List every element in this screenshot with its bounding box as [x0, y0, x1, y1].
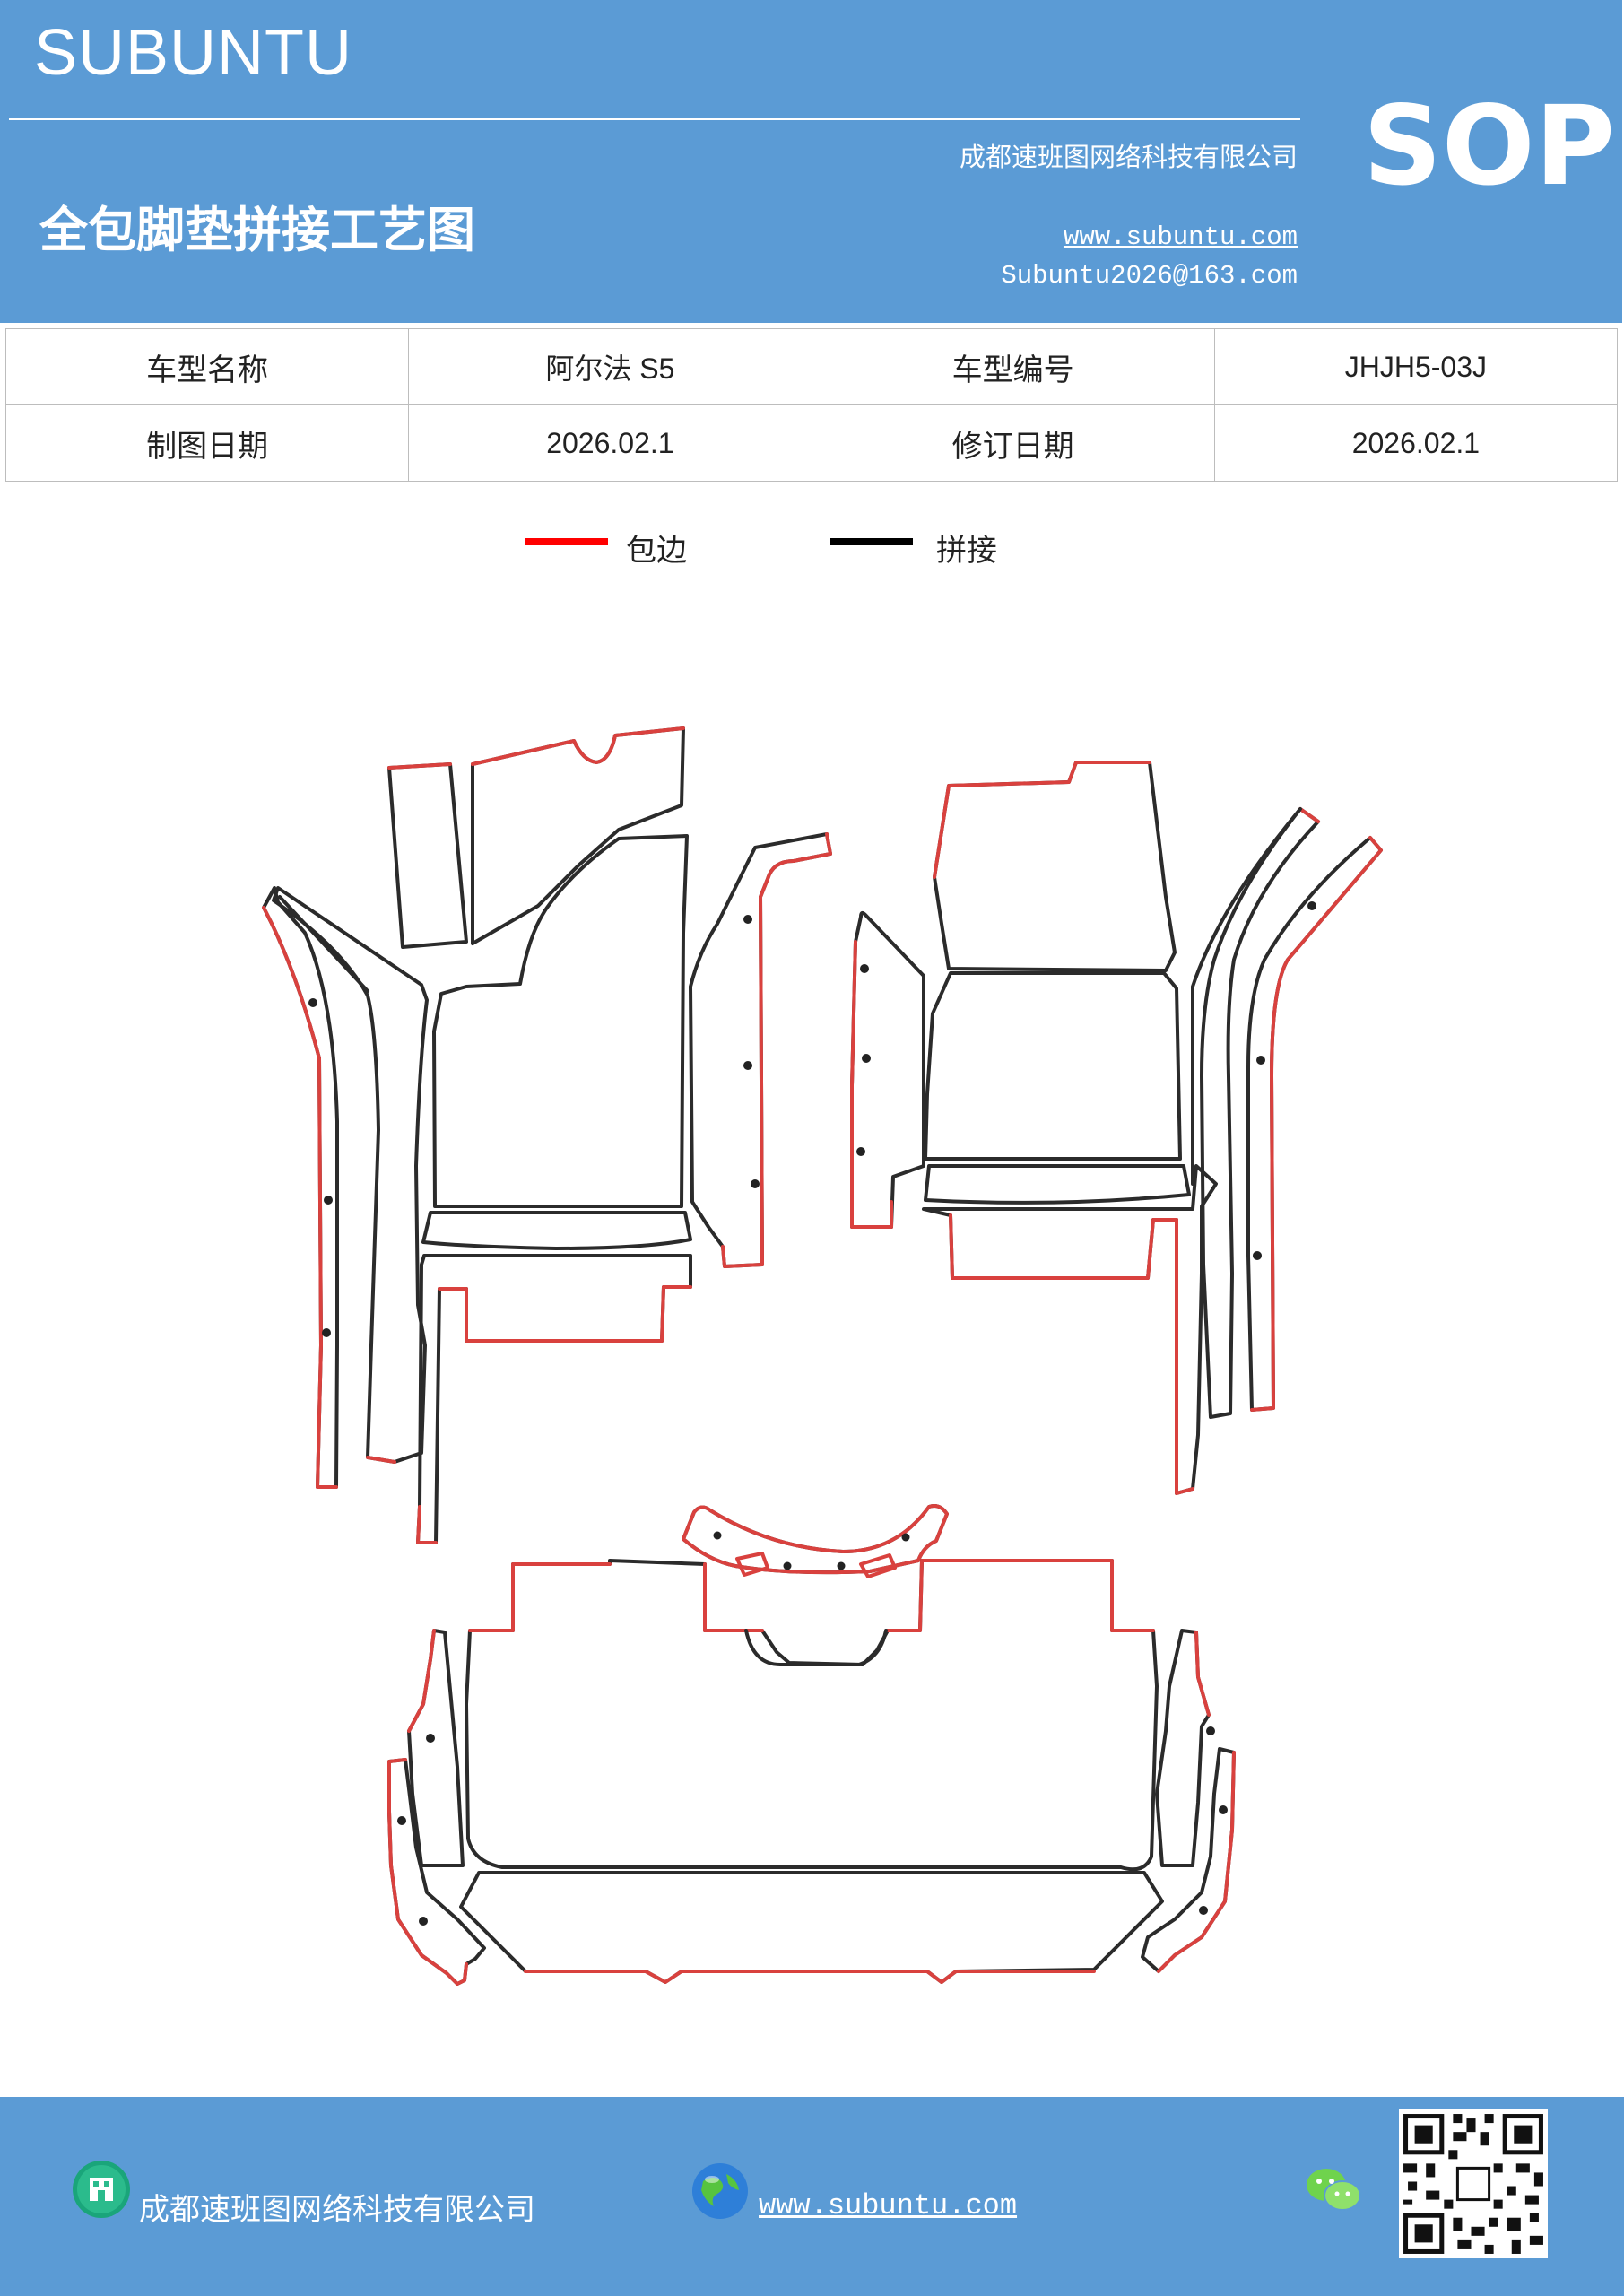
qr-code[interactable] [1399, 2109, 1548, 2258]
mat-edge [735, 1552, 897, 1578]
mat-edge [262, 906, 338, 1489]
mat-piece [432, 834, 689, 1208]
footer-website-link[interactable]: www.subuntu.com [759, 2189, 1018, 2222]
mat-edge [1194, 1631, 1211, 1717]
mat-piece [744, 1629, 888, 1666]
mat-edge [949, 1213, 1194, 1495]
mat-edge [721, 832, 832, 1268]
mat-piece [421, 1211, 692, 1250]
edge-swatch [525, 538, 608, 545]
globe-icon [692, 2163, 748, 2219]
header-divider [9, 118, 1300, 120]
footer-company-name: 成都速班图网络科技有限公司 [139, 2192, 535, 2228]
model-code-label: 车型编号 [811, 328, 1215, 405]
building-icon [73, 2161, 130, 2218]
mat-edge [416, 1505, 438, 1544]
mat-piece [924, 971, 1182, 1161]
rivet-dots [856, 901, 1316, 1260]
mat-piece [465, 1559, 1159, 1872]
mat-edge [850, 940, 893, 1229]
table-row: 制图日期 2026.02.1 修订日期 2026.02.1 [4, 404, 1619, 482]
mat-piece [850, 910, 925, 1229]
mat-piece [1246, 836, 1383, 1412]
mat-edge [1157, 1751, 1236, 1973]
mat-piece [933, 761, 1177, 972]
wechat-icon [1307, 2169, 1361, 2211]
mat-piece [272, 886, 429, 1464]
mat-edge [438, 1285, 692, 1343]
rivet-dots [397, 1531, 1228, 1926]
legend: 包边 拼接 [0, 526, 1624, 579]
model-name-label: 车型名称 [4, 328, 410, 405]
mat-edge [387, 762, 452, 770]
mat-piece [1155, 1629, 1211, 1867]
mat-edge [933, 761, 1151, 879]
mat-piece [922, 1164, 1218, 1495]
brand-name: SUBUNTU [34, 17, 353, 89]
website-link[interactable]: www.subuntu.com [1063, 222, 1298, 252]
mat-piece [278, 895, 369, 993]
draw-date-label: 制图日期 [4, 404, 410, 482]
mat-piece [387, 1758, 486, 1986]
revise-date-value: 2026.02.1 [1213, 404, 1619, 482]
sop-badge: SOP [1363, 83, 1615, 210]
draw-date-value: 2026.02.1 [408, 404, 812, 482]
mat-edge [1298, 807, 1320, 823]
table-row: 车型名称 阿尔法 S5 车型编号 JHJH5-03J [4, 328, 1619, 405]
seam-swatch [830, 538, 913, 545]
mat-edge [682, 1504, 949, 1575]
mat-piece [1191, 807, 1302, 1186]
mat-piece [459, 1871, 1164, 1984]
footer-banner: 成都速班图网络科技有限公司 www.subuntu.com [0, 2097, 1624, 2296]
mat-edge [1250, 836, 1383, 1412]
mat-piece [407, 1629, 465, 1867]
model-name-value: 阿尔法 S5 [408, 328, 812, 405]
mat-piece [1141, 1747, 1236, 1973]
mat-piece [387, 762, 468, 949]
mat-edge [524, 1970, 1096, 1984]
mat-edge [407, 1629, 436, 1733]
mat-edge [366, 1456, 396, 1464]
mat-edge [471, 726, 685, 766]
revise-date-label: 修订日期 [811, 404, 1215, 482]
edge-legend-label: 包边 [626, 533, 687, 569]
mat-piece [416, 1254, 692, 1544]
model-code-value: JHJH5-03J [1213, 328, 1619, 405]
mat-piece [262, 886, 339, 1489]
mat-edge [387, 1758, 468, 1986]
page-title: 全包脚垫拼接工艺图 [39, 201, 475, 258]
mat-edge [468, 1559, 1155, 1632]
rivet-dots [308, 915, 760, 1337]
mat-piece [1200, 807, 1320, 1419]
floor-mat-diagram [262, 726, 1383, 1986]
front-left-mat-group [262, 726, 832, 1544]
email-address: Subuntu2026@163.com [1001, 261, 1298, 291]
info-table: 车型名称 阿尔法 S5 车型编号 JHJH5-03J 制图日期 2026.02.… [4, 328, 1619, 482]
seam-legend-label: 拼接 [936, 533, 997, 569]
rear-mat-group [387, 1504, 1236, 1986]
front-right-mat-group [850, 761, 1383, 1495]
mat-piece [924, 1164, 1191, 1205]
company-name: 成都速班图网络科技有限公司 [959, 142, 1298, 172]
header-banner: SUBUNTU 成都速班图网络科技有限公司 全包脚垫拼接工艺图 www.subu… [0, 0, 1624, 323]
